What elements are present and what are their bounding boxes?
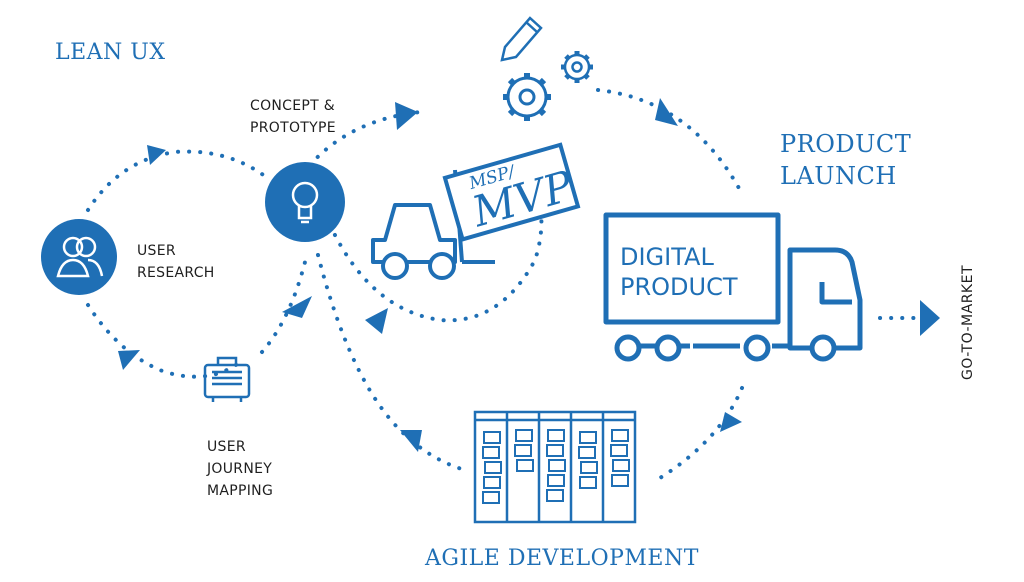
truck-label-line1: DIGITAL — [620, 243, 714, 271]
mvp-sign: MSP/ MVP — [442, 142, 581, 242]
journey-label: USER JOURNEY MAPPING — [207, 436, 273, 502]
gear-icon — [503, 73, 551, 121]
suitcase-icon — [203, 356, 251, 402]
journey-line3: MAPPING — [207, 483, 274, 499]
diagram-title: LEAN UX — [55, 40, 166, 65]
agile-label: AGILE DEVELOPMENT — [425, 546, 699, 571]
product-launch-line2: LAUNCH — [780, 162, 897, 190]
concept-line2: PROTOTYPE — [250, 120, 336, 136]
journey-line1: USER — [207, 439, 246, 455]
user-research-line1: USER — [137, 243, 176, 259]
concept-line1: CONCEPT & — [250, 98, 335, 114]
truck-label-line2: PRODUCT — [620, 273, 738, 301]
lightbulb-icon — [265, 162, 345, 242]
product-launch-label: PRODUCT LAUNCH — [780, 128, 911, 192]
user-research-line2: RESEARCH — [137, 265, 215, 281]
users-icon — [41, 219, 117, 295]
pencil-icon — [500, 16, 543, 62]
user-research-label: USER RESEARCH — [137, 240, 215, 284]
journey-line2: JOURNEY — [207, 461, 273, 477]
flow-arrowheads — [118, 98, 940, 452]
concept-label: CONCEPT & PROTOTYPE — [250, 95, 336, 139]
truck-icon — [603, 212, 863, 362]
product-launch-line1: PRODUCT — [780, 130, 912, 158]
kanban-board-icon — [473, 410, 637, 524]
go-to-market-label: GO-TO-MARKET — [960, 265, 976, 380]
small-gear-icon — [561, 51, 593, 83]
